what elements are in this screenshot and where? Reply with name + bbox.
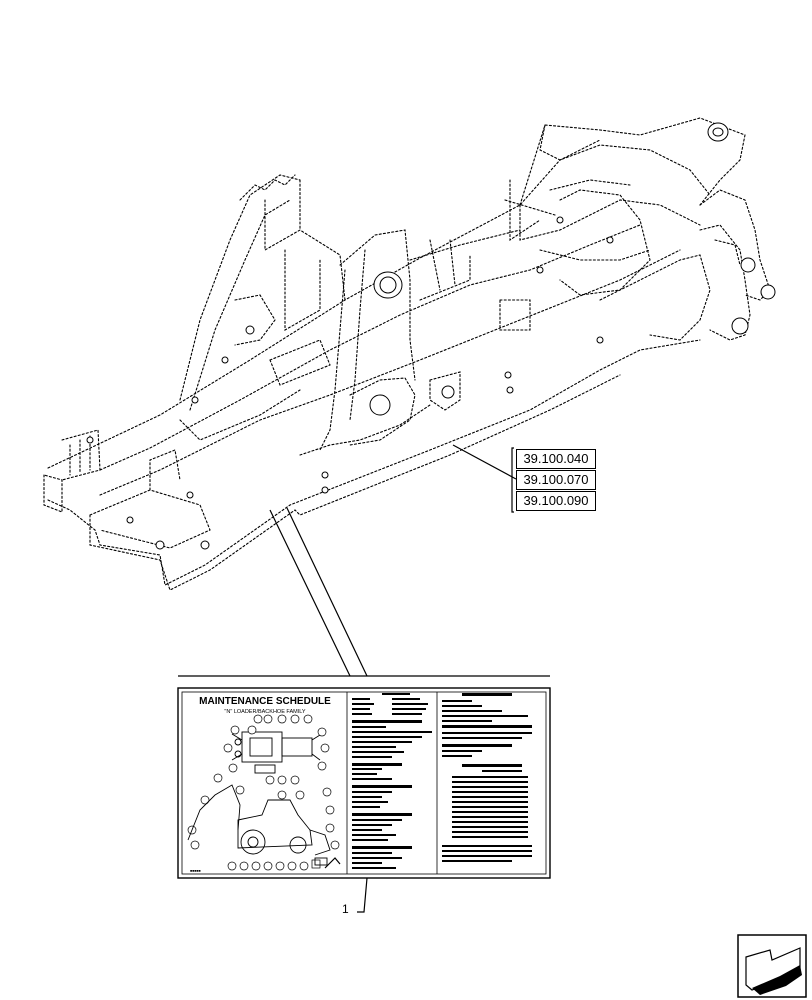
machine-top-view — [231, 731, 321, 774]
machine-side-view — [187, 784, 331, 866]
decal-text-lines-right — [442, 693, 532, 862]
decal-title: MAINTENANCE SCHEDULE — [199, 696, 331, 707]
next-page-arrow-icon[interactable] — [737, 934, 807, 998]
callout-number-1: 1 — [342, 902, 349, 916]
frame-bolt-holes — [86, 216, 614, 550]
reference-box-3[interactable]: 39.100.090 — [516, 491, 596, 511]
reference-box-2[interactable]: 39.100.070 — [516, 470, 596, 490]
maintenance-decal: MAINTENANCE SCHEDULE "N" LOADER/BACKHOE … — [177, 687, 551, 879]
reference-box-1[interactable]: 39.100.040 — [516, 449, 596, 469]
decal-subtitle: "N" LOADER/BACKHOE FAMILY — [224, 709, 305, 715]
decal-callout-circles — [187, 714, 340, 871]
loader-frame-drawing — [43, 117, 776, 591]
callout-leader — [357, 877, 368, 913]
decal-leader-lines — [178, 507, 550, 677]
decal-text-lines-middle — [352, 693, 432, 869]
svg-text:■■■■■: ■■■■■ — [190, 869, 201, 873]
reference-bracket — [452, 444, 517, 513]
